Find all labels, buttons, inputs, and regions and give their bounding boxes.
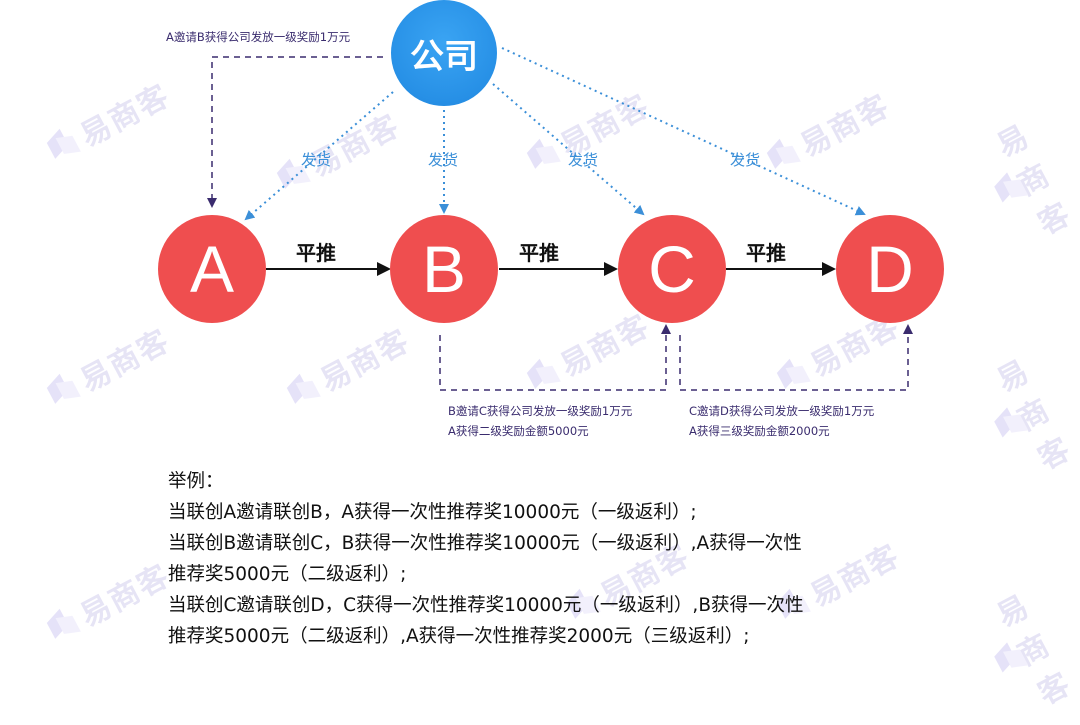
example-line: 推荐奖5000元（二级返利）; xyxy=(168,564,407,585)
note-cd-line1: C邀请D获得公司发放一级奖励1万元 xyxy=(689,404,875,418)
node-a-label: A xyxy=(189,232,235,306)
push-label-bc: 平推 xyxy=(519,241,559,265)
example-heading: 举例： xyxy=(168,471,224,492)
example-line: 推荐奖5000元（二级返利）,A获得一次性推荐奖2000元（三级返利）; xyxy=(168,626,750,647)
node-a: A xyxy=(158,215,266,323)
push-label-cd: 平推 xyxy=(746,241,786,265)
example-line: 当联创A邀请联创B，A获得一次性推荐奖10000元（一级返利）; xyxy=(168,502,697,523)
note-cd-line2: A获得三级奖励金额2000元 xyxy=(689,424,830,438)
ship-line-d xyxy=(501,47,866,216)
ship-label-b: 发货 xyxy=(428,151,459,169)
node-b: B xyxy=(390,215,498,323)
example-block: 举例： 当联创A邀请联创B，A获得一次性推荐奖10000元（一级返利）; 当联创… xyxy=(168,466,804,652)
node-c: C xyxy=(618,215,726,323)
note-bc-line2: A获得二级奖励金额5000元 xyxy=(448,424,589,438)
note-cd: C邀请D获得公司发放一级奖励1万元 A获得三级奖励金额2000元 xyxy=(689,401,874,441)
note-bc-line1: B邀请C获得公司发放一级奖励1万元 xyxy=(448,404,633,418)
note-top: A邀请B获得公司发放一级奖励1万元 xyxy=(166,30,351,44)
example-line: 当联创B邀请联创C，B获得一次性推荐奖10000元（一级返利）,A获得一次性 xyxy=(168,533,802,554)
node-c-label: C xyxy=(648,232,696,306)
push-label-ab: 平推 xyxy=(296,241,336,265)
reward-line-bc xyxy=(439,324,671,391)
example-line: 当联创C邀请联创D，C获得一次性推荐奖10000元（一级返利）,B获得一次性 xyxy=(168,595,804,616)
note-bc: B邀请C获得公司发放一级奖励1万元 A获得二级奖励金额5000元 xyxy=(448,401,632,441)
company-node: 公司 xyxy=(391,0,497,106)
company-label: 公司 xyxy=(410,37,478,76)
ship-label-c: 发货 xyxy=(568,151,599,169)
ship-line-a xyxy=(244,91,394,221)
node-d: D xyxy=(836,215,944,323)
connectors xyxy=(207,47,913,391)
ship-label-d: 发货 xyxy=(730,151,761,169)
node-b-label: B xyxy=(421,232,467,306)
reward-line-a xyxy=(207,56,383,208)
reward-line-cd xyxy=(679,324,913,391)
ship-label-a: 发货 xyxy=(301,151,332,169)
node-d-label: D xyxy=(866,232,914,306)
